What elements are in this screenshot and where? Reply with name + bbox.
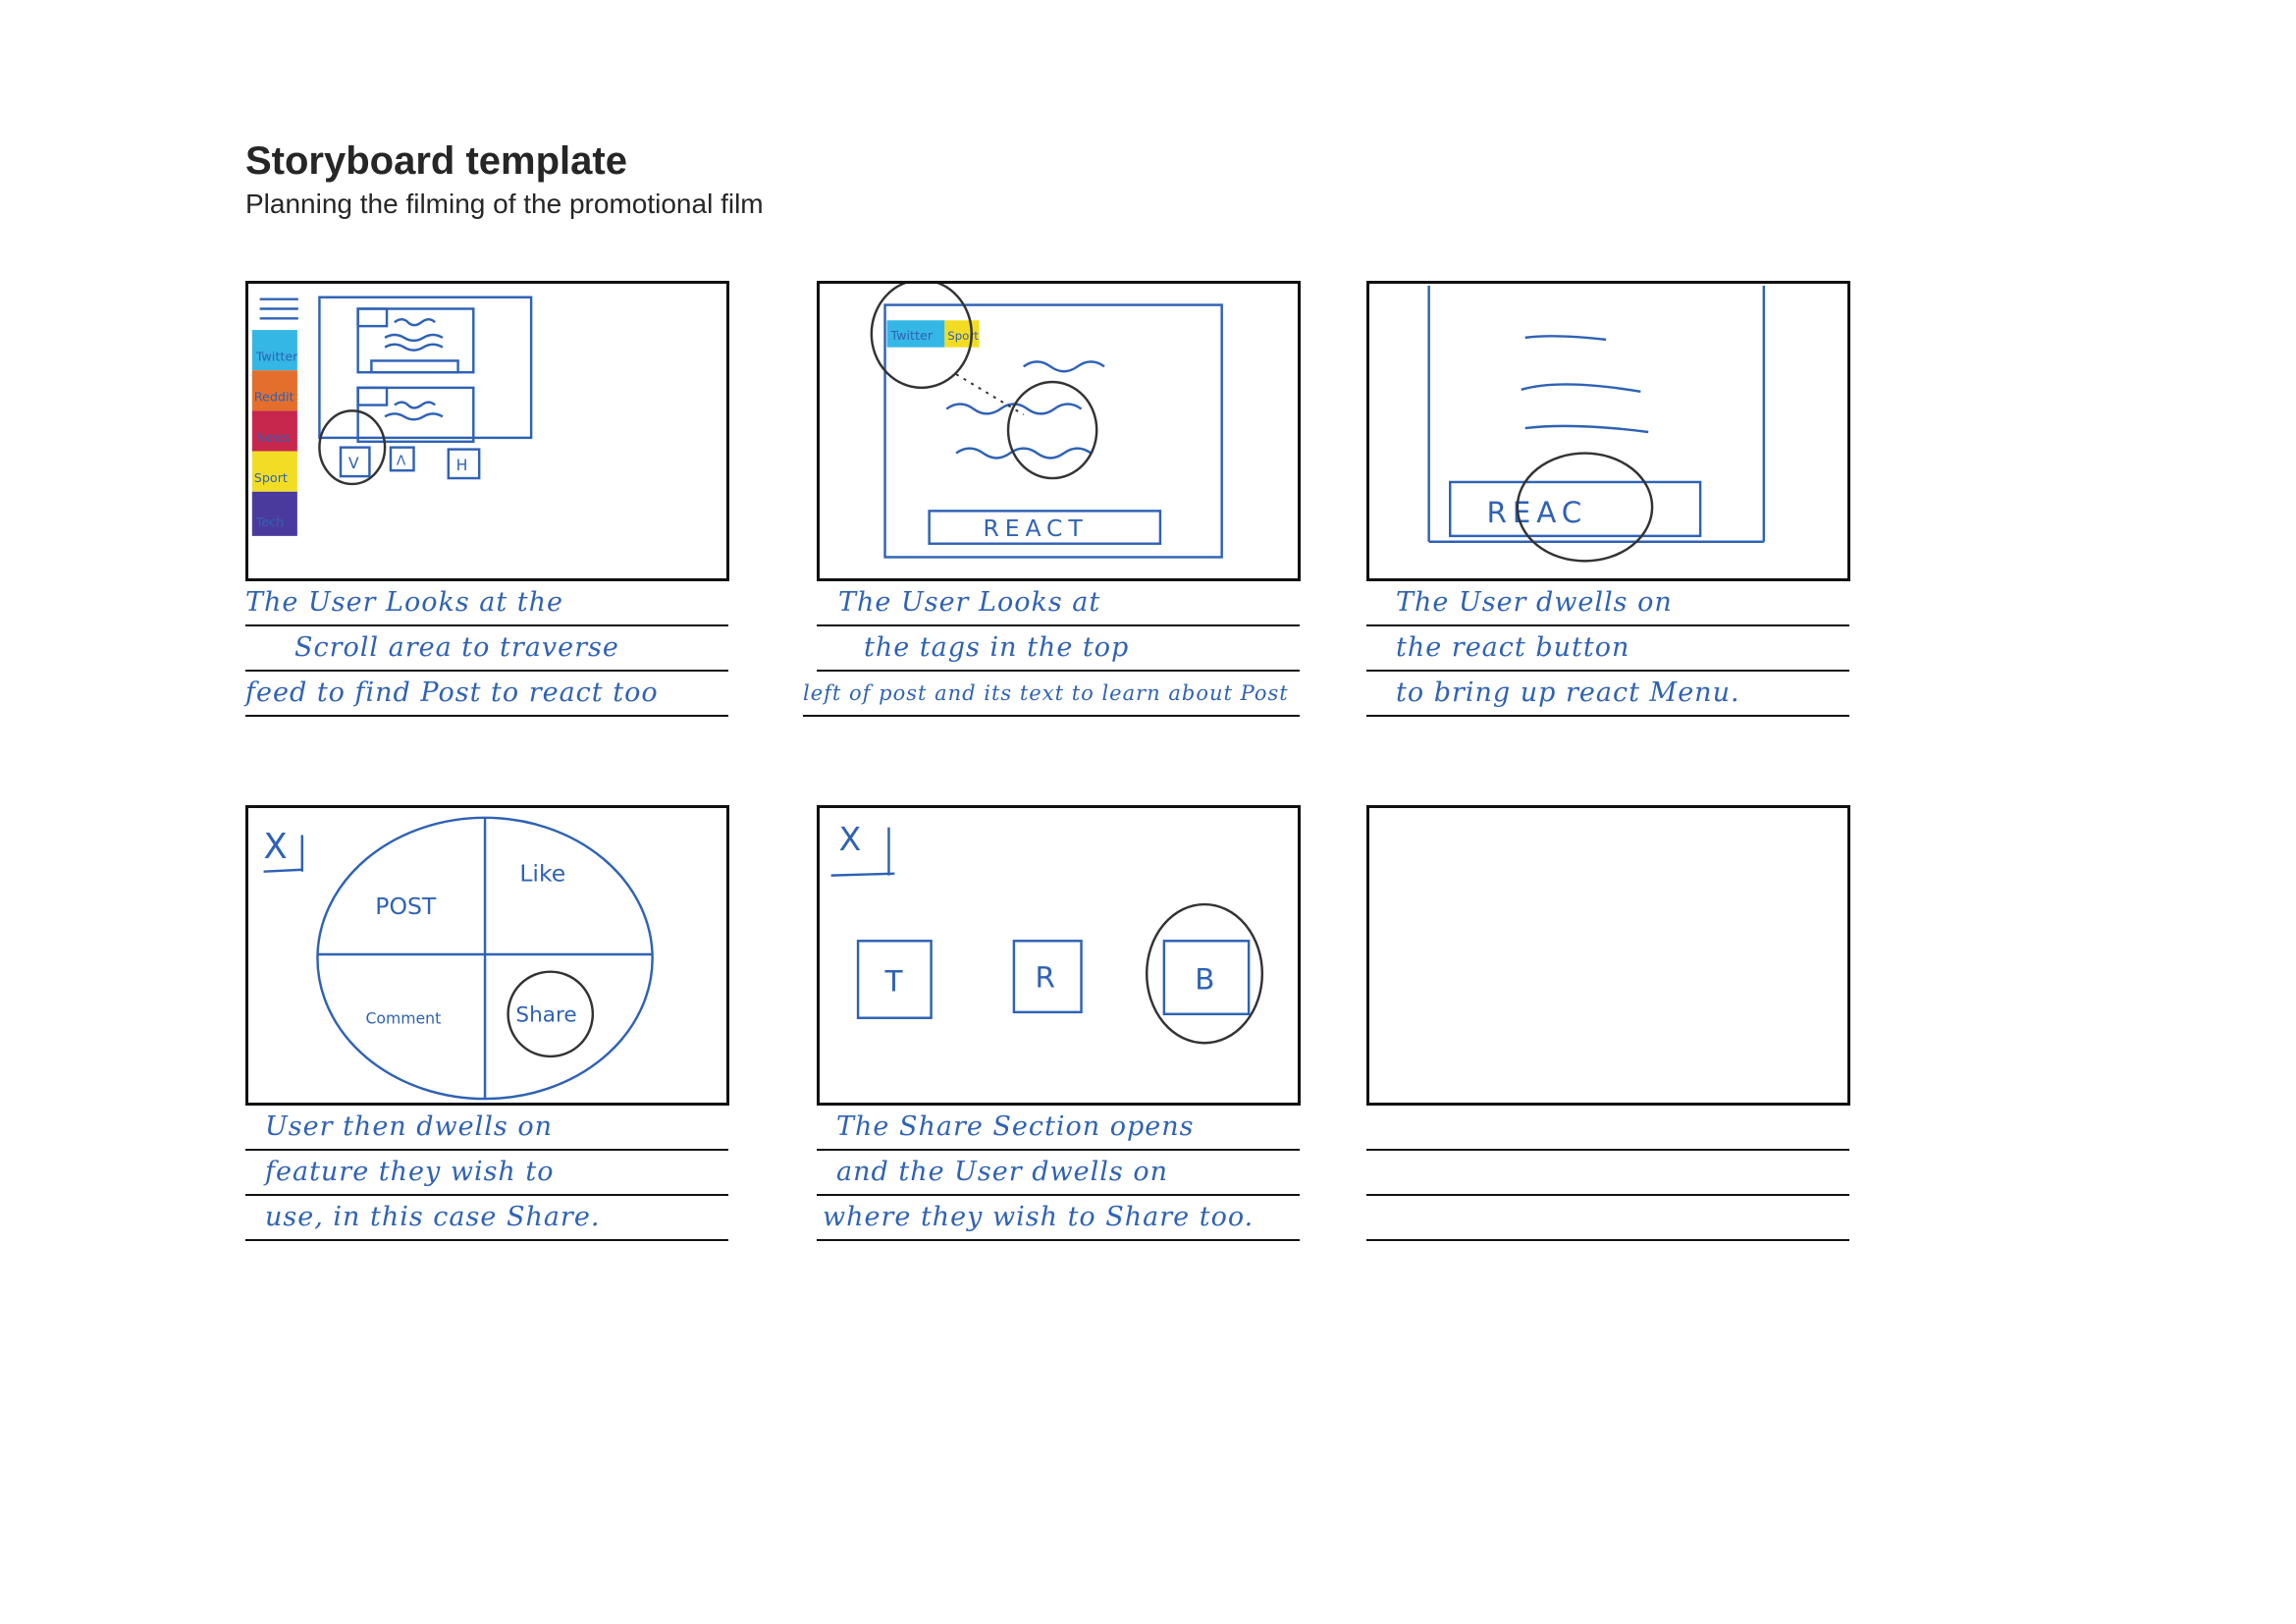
caption-line [1366, 1196, 1849, 1241]
caption-line: feature they wish to [245, 1151, 728, 1196]
scroll-down-label: V [348, 454, 359, 472]
react-button-label: REAC [1486, 496, 1587, 529]
sidebar-tab-twitter [251, 330, 297, 371]
dwell-circle [1516, 452, 1654, 563]
storyboard-frame-3: REAC [1366, 281, 1850, 581]
home-label: H [456, 456, 468, 474]
caption-line: The User Looks at the [245, 581, 728, 626]
storyboard-frame-1: Twitter Reddit News Sport Tech V Λ H [245, 281, 729, 581]
caption-line: and the User dwells on [817, 1151, 1300, 1196]
frame-4-caption: User then dwells on feature they wish to… [245, 1106, 728, 1241]
sidebar-label-news: News [256, 431, 291, 446]
hamburger-menu-icon [259, 298, 298, 320]
segment-post: POST [375, 893, 437, 920]
frame-1-sketch: Twitter Reddit News Sport Tech V Λ H [251, 296, 533, 536]
text-line [1524, 335, 1607, 342]
tag-twitter-label: Twitter [889, 329, 933, 344]
sidebar-tab-tech [251, 491, 297, 536]
react-button-label: REACT [984, 514, 1089, 542]
tag-sport-label: Sport [947, 329, 979, 343]
post-card [356, 386, 475, 444]
react-button [1448, 480, 1702, 538]
caption-line: use, in this case Share. [245, 1196, 728, 1241]
caption-line: feed to find Post to react too [245, 672, 728, 717]
page-subtitle: Planning the filming of the promotional … [245, 189, 764, 219]
share-option-twitter-label: T [884, 964, 904, 998]
text-line [1521, 383, 1641, 394]
caption-line [1366, 1106, 1849, 1151]
scroll-down-button [339, 446, 371, 478]
frame-3-caption: The User dwells on the react button to b… [1366, 581, 1849, 717]
dwell-circle [507, 970, 595, 1058]
caption-line: the tags in the top [817, 626, 1300, 672]
home-button [447, 448, 481, 480]
text-line [1524, 424, 1649, 434]
share-option-b-label: B [1195, 962, 1214, 996]
share-option-b-button [1162, 940, 1251, 1016]
caption-line [1366, 1151, 1849, 1196]
storyboard-frame-5: X T R B [817, 805, 1301, 1106]
page-title: Storyboard template [245, 139, 627, 183]
caption-line: Scroll area to traverse [245, 626, 728, 672]
close-icon: X [264, 827, 288, 867]
share-option-reddit-button [1012, 940, 1083, 1014]
sidebar-label-twitter: Twitter [255, 350, 298, 364]
segment-share: Share [515, 1003, 576, 1028]
caption-line: User then dwells on [245, 1106, 728, 1151]
frame-3-sketch: REAC [1427, 285, 1766, 563]
dwell-circle [870, 284, 973, 390]
page-header: Storyboard template Planning the filming… [245, 137, 764, 222]
frame-2-sketch: Twitter Sport REACT [870, 284, 1223, 559]
frame-5-sketch: X T R B [830, 820, 1264, 1045]
sidebar-tab-reddit [251, 370, 297, 411]
caption-line: left of post and its text to learn about… [803, 672, 1300, 717]
frame-2-caption: The User Looks at the tags in the top le… [803, 581, 1300, 717]
feed-area [318, 296, 533, 440]
close-icon: X [838, 820, 861, 858]
frame-1-caption: The User Looks at the Scroll area to tra… [245, 581, 728, 717]
frame-5-caption: The Share Section opens and the User dwe… [817, 1106, 1300, 1241]
segment-like: Like [519, 860, 565, 888]
sidebar-label-sport: Sport [254, 471, 288, 486]
tag-sport [944, 320, 980, 348]
scroll-up-label: Λ [397, 453, 406, 468]
tag-twitter [886, 320, 945, 348]
storyboard-frame-6 [1366, 805, 1850, 1106]
scroll-up-button [389, 446, 415, 472]
share-option-reddit-label: R [1035, 960, 1054, 994]
share-option-twitter-button [856, 940, 933, 1019]
storyboard-frame-2: Twitter Sport REACT [817, 281, 1301, 581]
react-menu-circle [316, 816, 654, 1101]
caption-line: The Share Section opens [817, 1106, 1300, 1151]
frame-6-caption [1366, 1106, 1849, 1241]
dwell-circle [318, 409, 387, 486]
caption-line: The User dwells on [1366, 581, 1849, 626]
frame-4-sketch: X POST Like Comment Share [263, 816, 654, 1101]
dwell-circle [1006, 380, 1098, 480]
sidebar-tab-sport [251, 451, 297, 492]
post-view [883, 303, 1223, 559]
segment-comment: Comment [365, 1009, 441, 1028]
caption-line: the react button [1366, 626, 1849, 672]
react-button [928, 510, 1162, 545]
caption-line: where they wish to Share too. [817, 1196, 1300, 1241]
dwell-circle [1145, 902, 1264, 1045]
storyboard-frame-4: X POST Like Comment Share [245, 805, 729, 1106]
sidebar-label-reddit: Reddit [254, 391, 294, 406]
sidebar-label-tech: Tech [255, 515, 285, 530]
caption-line: to bring up react Menu. [1366, 672, 1849, 717]
sidebar-tab-news [251, 410, 297, 452]
caption-line: The User Looks at [817, 581, 1300, 626]
